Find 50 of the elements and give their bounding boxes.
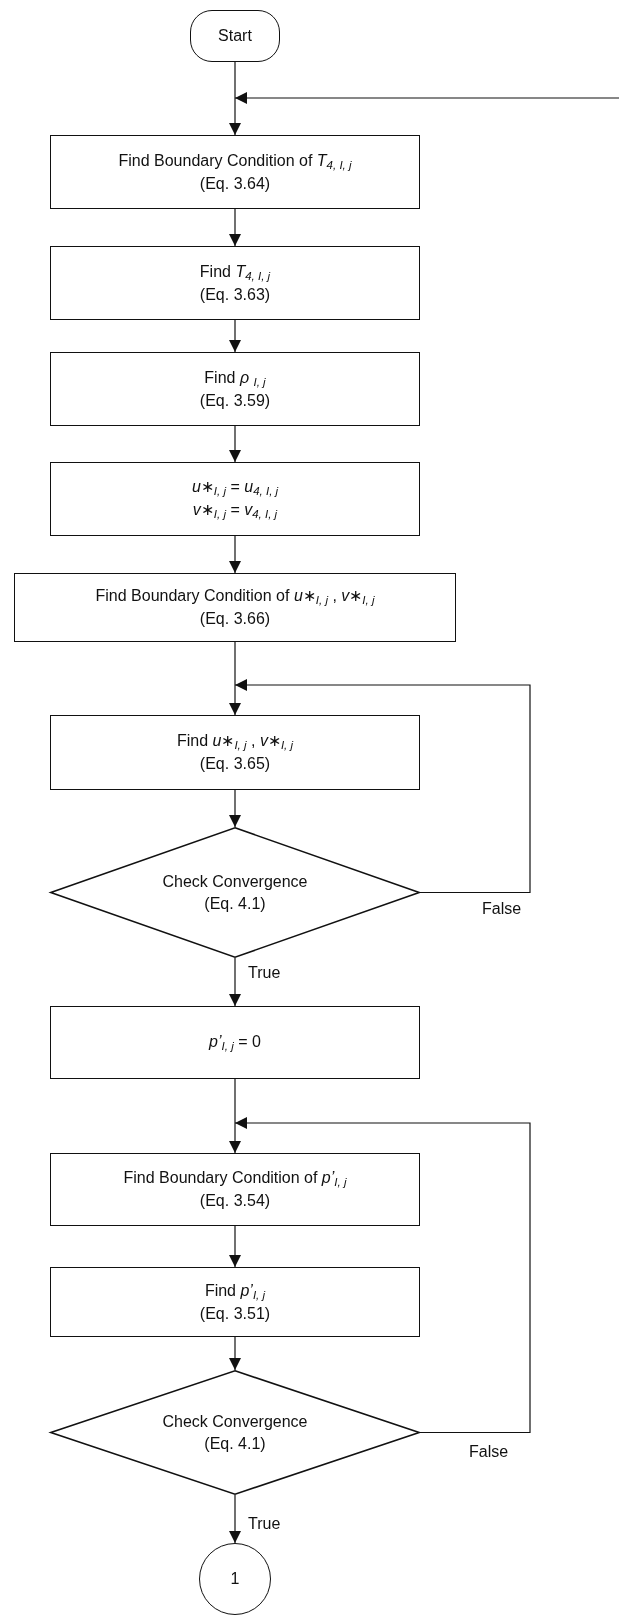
equation-reference: (Eq. 3.64) bbox=[199, 173, 271, 194]
arrow bbox=[234, 679, 531, 894]
decision-diamond bbox=[50, 1370, 420, 1495]
arrow bbox=[229, 1078, 241, 1154]
equation-reference: (Eq. 3.54) bbox=[199, 1191, 271, 1212]
step-text: p’$_{I, j}$ = 0 bbox=[209, 1031, 261, 1054]
equation-reference: (Eq. 3.51) bbox=[199, 1303, 271, 1324]
process-box bbox=[50, 462, 420, 536]
process-box bbox=[50, 352, 420, 426]
arrow bbox=[229, 641, 241, 716]
step-text: Find Boundary Condition of u∗$_{I, j}$ , v∗$_{I, j}$ bbox=[95, 586, 375, 608]
arrow bbox=[229, 1494, 241, 1544]
step-text: Find ρ $_{I, j}$ bbox=[204, 367, 266, 390]
step-text: Find Boundary Condition of p’$_{I, j}$ bbox=[123, 1168, 347, 1190]
step-text: Find u∗$_{I, j}$ , v∗$_{I, j}$ bbox=[176, 731, 294, 753]
equation-reference: v∗$_{I, j}$ = v$_{4, I, j}$ bbox=[192, 500, 278, 522]
step-text: Find Boundary Condition of T$_{4, I, j}$ bbox=[118, 150, 352, 173]
arrow bbox=[234, 92, 619, 104]
process-box bbox=[50, 1006, 420, 1079]
step-text: Check Convergence bbox=[162, 1411, 308, 1432]
start-terminator bbox=[190, 10, 280, 62]
equation-reference: (Eq. 3.63) bbox=[199, 284, 271, 305]
equation-reference: (Eq. 4.1) bbox=[204, 893, 266, 914]
process-box bbox=[50, 135, 420, 209]
process-box bbox=[50, 246, 420, 320]
arrow bbox=[229, 789, 241, 828]
process-box bbox=[50, 1267, 420, 1337]
arrow bbox=[234, 1117, 531, 1434]
step-text: Start bbox=[218, 26, 252, 47]
equation-reference: (Eq. 3.66) bbox=[199, 609, 271, 630]
process-box bbox=[50, 1153, 420, 1226]
arrow bbox=[229, 319, 241, 353]
arrow bbox=[229, 1225, 241, 1268]
process-box bbox=[50, 715, 420, 790]
step-text: Find p’$_{I, j}$ bbox=[204, 1280, 266, 1303]
step-text: 1 bbox=[230, 1569, 240, 1590]
arrow bbox=[229, 1336, 241, 1371]
step-text: u∗$_{I, j}$ = u$_{4, I, j}$ bbox=[191, 476, 279, 499]
process-box bbox=[14, 573, 456, 642]
decision-diamond bbox=[50, 827, 420, 958]
arrow bbox=[229, 535, 241, 574]
equation-reference: (Eq. 3.65) bbox=[199, 754, 271, 775]
equation-reference: (Eq. 4.1) bbox=[204, 1433, 266, 1454]
step-text: Find T$_{4, I, j}$ bbox=[199, 261, 271, 284]
arrow bbox=[229, 61, 241, 136]
arrow bbox=[229, 425, 241, 463]
arrow bbox=[229, 957, 241, 1007]
arrow bbox=[229, 208, 241, 247]
step-text: Check Convergence bbox=[162, 871, 308, 892]
equation-reference: (Eq. 3.59) bbox=[199, 390, 271, 411]
